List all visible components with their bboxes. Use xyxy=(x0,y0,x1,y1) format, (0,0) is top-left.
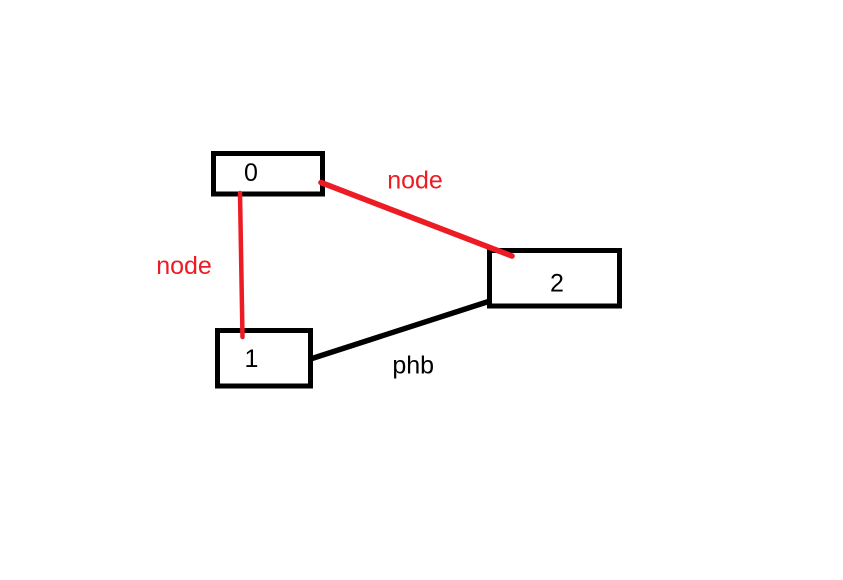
svg-text:phb: phb xyxy=(392,351,434,379)
svg-text:node: node xyxy=(387,166,443,194)
svg-text:node: node xyxy=(156,252,212,280)
svg-text:0: 0 xyxy=(244,159,258,187)
svg-text:1: 1 xyxy=(245,345,259,373)
svg-text:2: 2 xyxy=(550,270,564,298)
